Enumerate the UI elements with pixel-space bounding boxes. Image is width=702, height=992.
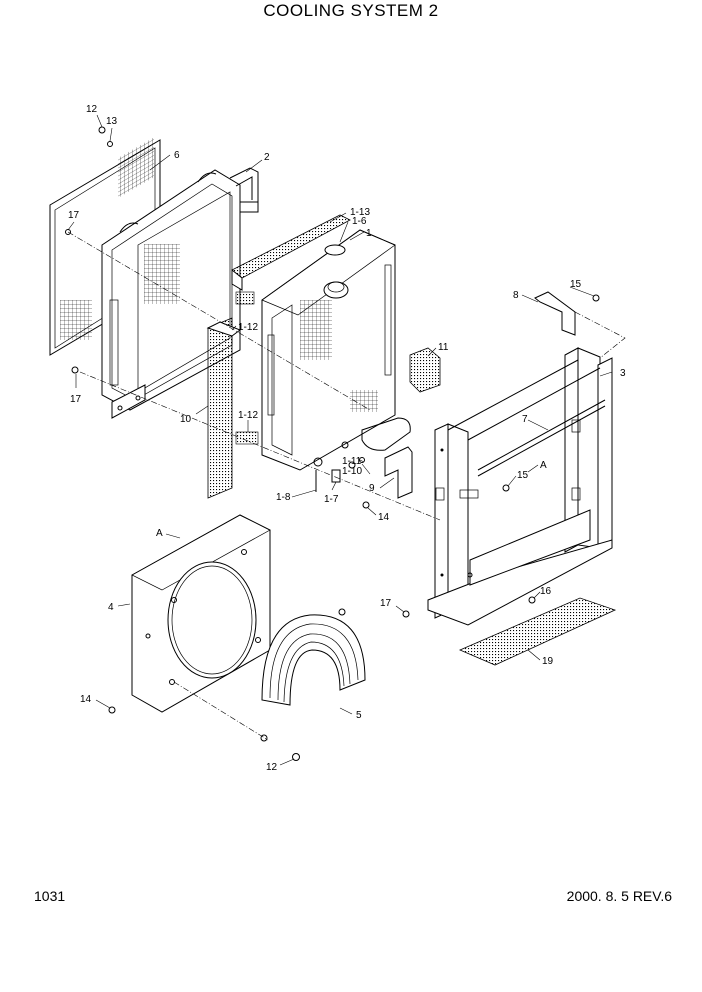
callout-1: 1 [366,228,372,239]
callout-11: 11 [438,342,449,353]
callout-13: 13 [106,116,118,127]
callout-1-6: 1-6 [352,216,367,227]
callout-1-12: 1-12 [238,410,258,421]
callout-1-12: 1-12 [238,322,258,333]
callout-8: 8 [513,290,519,301]
mat-part-19 [458,597,617,666]
callout-1-8: 1-8 [276,492,291,503]
callout-15: 15 [570,279,582,290]
callout-17: 17 [380,598,392,609]
radiator-part-1 [261,229,411,471]
callout-1-11: 1-11 [342,456,362,467]
callout-3: 3 [620,368,626,379]
callout-A: A [156,528,163,539]
callout-9: 9 [369,483,375,494]
callout-12: 12 [266,762,278,773]
callout-2: 2 [264,152,270,163]
seal-strip-1-13 [231,214,351,291]
callout-7: 7 [522,414,528,425]
callout-17: 17 [70,394,82,405]
radiator-frame [101,169,241,419]
fan-shroud-part-4 [131,514,271,713]
callout-A: A [540,460,547,471]
seal-strip-part-10 [206,317,242,499]
callout-labels: 12 13 6 2 17 17 1-13 1-6 1 1-12 10 1-12 … [68,104,626,773]
callout-15: 15 [517,470,529,481]
page-number: 1031 [34,888,66,904]
page-title: COOLING SYSTEM 2 [263,1,439,20]
pipe-part-2 [229,167,259,213]
revision-date: 2000. 8. 5 REV.6 [566,888,672,904]
bracket-part-8 [534,291,576,336]
callout-1-7: 1-7 [324,494,339,505]
fan-guard-part-5 [260,608,366,742]
support-frame-part-3 [427,347,613,626]
callout-1-13: 1-13 [350,207,370,218]
callout-6: 6 [174,150,180,161]
callout-17: 17 [68,210,80,221]
callout-19: 19 [542,656,554,667]
callout-1-10: 1-10 [342,466,362,477]
callout-16: 16 [540,586,552,597]
callout-14: 14 [80,694,92,705]
callout-14: 14 [378,512,390,523]
drain-parts [315,457,365,492]
callout-4: 4 [108,602,114,613]
bracket-part-9 [362,446,413,509]
leader-lines [67,114,626,766]
callout-10: 10 [180,414,192,425]
callout-12: 12 [86,104,98,115]
callout-5: 5 [356,710,362,721]
reserve-tank-part-11 [409,347,441,393]
